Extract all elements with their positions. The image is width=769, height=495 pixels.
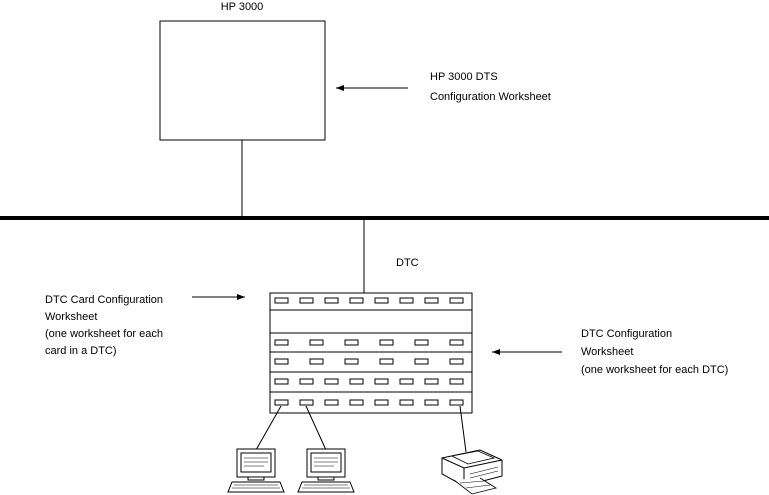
host-title: HP 3000 (221, 1, 264, 13)
hp3000-host-box (159, 20, 326, 141)
dts-worksheet-label-line1: HP 3000 DTS (430, 71, 498, 83)
terminal-icon (227, 448, 285, 493)
printer-icon (441, 449, 503, 495)
terminal2-cable (305, 405, 327, 451)
dtc-worksheet-label-line2: Worksheet (581, 346, 633, 358)
lan-backbone (0, 216, 769, 220)
printer-cable (459, 405, 467, 453)
card-worksheet-label-line4: card in a DTC) (45, 345, 117, 357)
dtc-worksheet-label-line1: DTC Configuration (581, 328, 672, 340)
dts-worksheet-label-line2: Configuration Worksheet (430, 91, 551, 103)
dtc-worksheet-label-line3: (one worksheet for each DTC) (581, 364, 728, 376)
card-worksheet-label-line1: DTC Card Configuration (45, 294, 163, 306)
card-worksheet-label-line2: Worksheet (45, 311, 97, 323)
terminal-icon (297, 448, 355, 493)
terminal1-cable (255, 405, 282, 451)
card-worksheet-label-line3: (one worksheet for each (45, 328, 163, 340)
dtc-title: DTC (396, 257, 419, 269)
dtc-chassis (269, 292, 473, 414)
